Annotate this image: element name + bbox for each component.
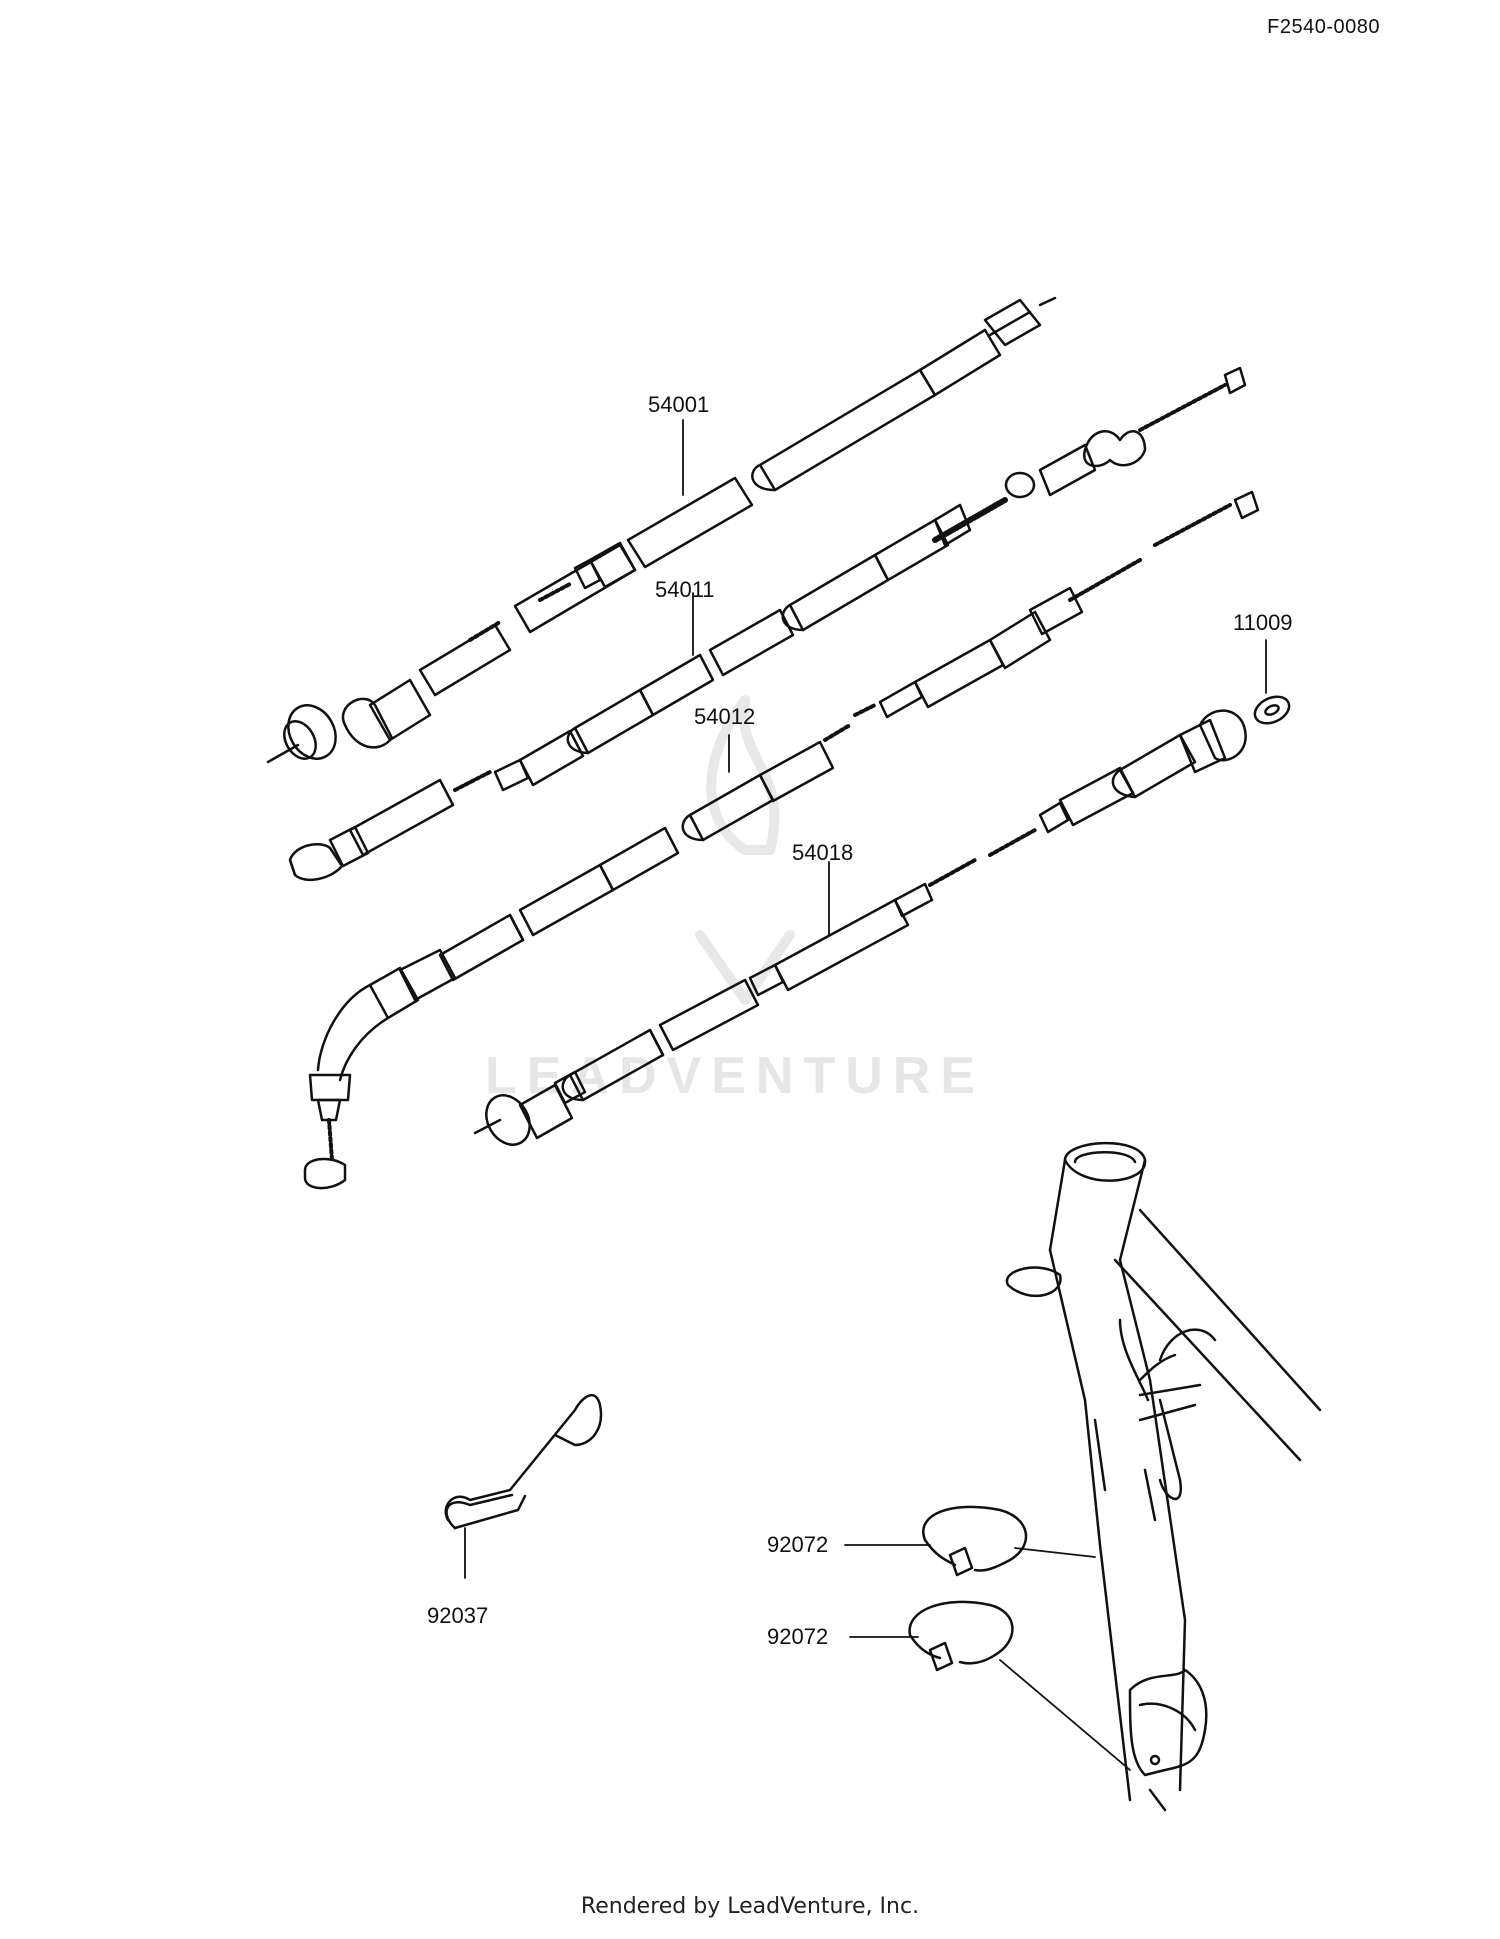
part-label-92037: 92037 [427,1603,489,1628]
cable-54012 [303,490,1260,1190]
part-label-54001: 54001 [648,392,710,417]
cable-54011 [288,366,1247,882]
cable-54001 [266,296,1057,764]
watermark-logo [695,695,795,1005]
part-label-54012: 54012 [694,704,756,729]
cable-54018 [473,709,1247,1146]
footer-credit: Rendered by LeadVenture, Inc. [580,1894,920,1919]
leader-lines [464,419,1267,1771]
frame [1005,1141,1322,1812]
washer-11009 [1253,695,1291,725]
clamp-92072-upper [922,1505,1028,1577]
part-label-92072-upper: 92072 [767,1532,829,1557]
clamp-92072-lower [908,1600,1014,1672]
part-label-54018: 54018 [792,840,854,865]
diagram-code: F2540-0080 [1267,16,1380,38]
part-label-54011: 54011 [655,577,715,602]
part-label-92072-lower: 92072 [767,1624,829,1649]
clip-92037 [444,1393,603,1530]
part-label-11009: 11009 [1233,610,1293,635]
